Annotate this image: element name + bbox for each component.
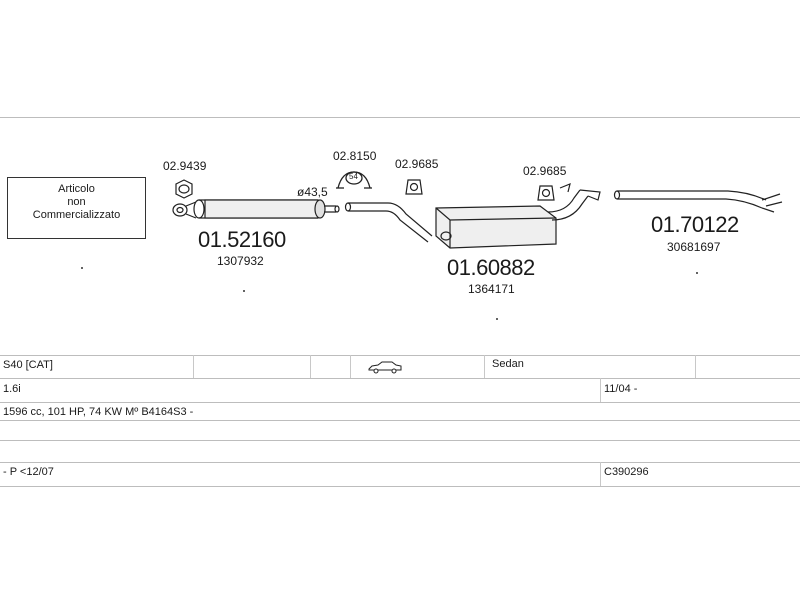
note-cell: - P <12/07 bbox=[3, 466, 54, 478]
pipe-diameter: ø43,5 bbox=[297, 185, 328, 199]
front-silencer-drawing bbox=[172, 199, 340, 219]
table-row-line bbox=[0, 402, 800, 403]
date-cell: 11/04 - bbox=[604, 383, 638, 395]
table-top-line bbox=[0, 355, 800, 356]
table-col-divider bbox=[695, 355, 696, 378]
table-row-line bbox=[0, 462, 800, 463]
not-sold-line: Commercializzato bbox=[32, 209, 121, 221]
part-number: 01.52160 bbox=[198, 227, 286, 252]
top-divider bbox=[0, 117, 800, 118]
table-row-line bbox=[0, 420, 800, 421]
table-col-divider bbox=[350, 355, 351, 378]
hanger-drawing bbox=[537, 183, 571, 201]
tailpipe-drawing bbox=[613, 190, 783, 213]
marker-dot bbox=[696, 272, 698, 274]
marker-dot bbox=[496, 318, 498, 320]
gasket-ref: 02.9439 bbox=[163, 159, 207, 173]
rear-silencer-drawing bbox=[344, 189, 601, 249]
table-row-line bbox=[0, 378, 800, 379]
gasket-drawing bbox=[175, 179, 193, 199]
sedan-car-icon bbox=[368, 361, 402, 374]
table-col-divider bbox=[484, 355, 485, 378]
clamp-size-badge: 54 bbox=[349, 172, 358, 181]
table-col-divider bbox=[310, 355, 311, 378]
marker-dot bbox=[243, 290, 245, 292]
code-cell: C390296 bbox=[604, 466, 649, 478]
not-sold-line: non bbox=[67, 196, 86, 208]
engine-cell: 1.6i bbox=[3, 383, 21, 395]
model-cell: S40 [CAT] bbox=[3, 359, 53, 371]
body-type-cell: Sedan bbox=[492, 358, 524, 370]
table-col-divider bbox=[193, 355, 194, 378]
table-col-divider bbox=[600, 462, 601, 486]
clamp-drawing bbox=[336, 171, 372, 189]
clamp-ref: 02.8150 bbox=[333, 149, 377, 163]
hanger-ref: 02.9685 bbox=[523, 164, 567, 178]
specs-cell: 1596 cc, 101 HP, 74 KW Mº B4164S3 - bbox=[3, 406, 194, 418]
table-row-line bbox=[0, 440, 800, 441]
not-sold-box: Articolo non Commercializzato bbox=[7, 177, 146, 239]
part-number: 01.60882 bbox=[447, 255, 535, 280]
exhaust-diagram bbox=[172, 171, 783, 249]
marker-dot bbox=[81, 267, 83, 269]
table-col-divider bbox=[600, 378, 601, 402]
oem-number: 30681697 bbox=[667, 240, 721, 254]
hanger-ref: 02.9685 bbox=[395, 157, 439, 171]
not-sold-line: Articolo bbox=[58, 183, 95, 195]
hanger-drawing bbox=[405, 179, 423, 195]
oem-number: 1364171 bbox=[468, 282, 515, 296]
part-number: 01.70122 bbox=[651, 212, 739, 237]
oem-number: 1307932 bbox=[217, 254, 264, 268]
table-bottom-line bbox=[0, 486, 800, 487]
